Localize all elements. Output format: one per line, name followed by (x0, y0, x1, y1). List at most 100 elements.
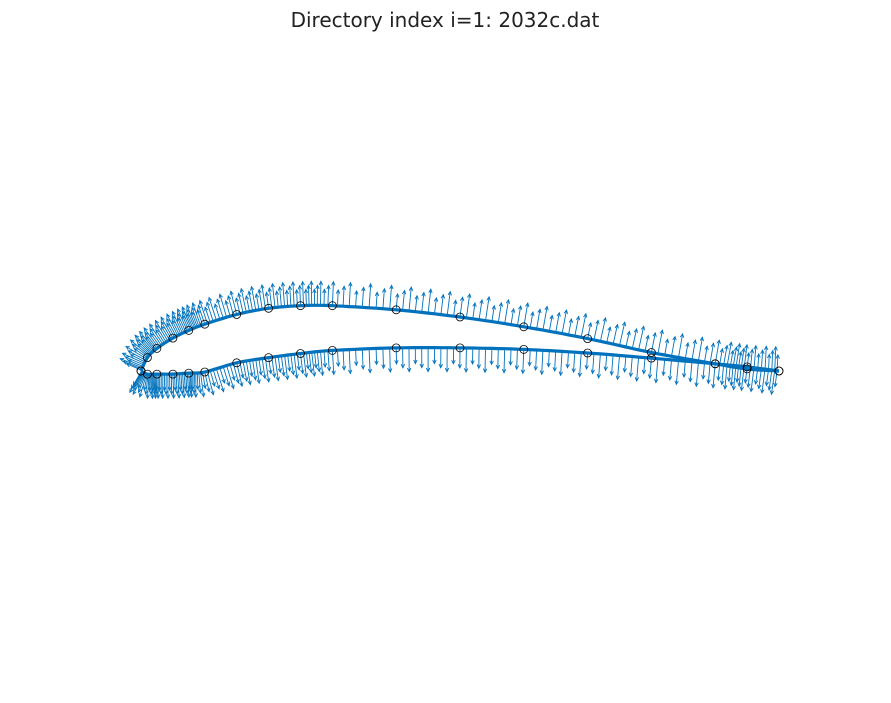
lower-normal-arrowhead-8 (138, 392, 143, 398)
upper-normal-arrowhead-112 (479, 298, 484, 304)
lower-point-marker-16 (742, 362, 752, 372)
upper-normal-arrow-167 (774, 346, 777, 371)
upper-normal-arrow-122 (542, 306, 548, 331)
upper-normal-arrowhead-138 (645, 334, 650, 340)
lower-normal-arrowhead-156 (735, 377, 740, 383)
upper-normal-arrow-6 (130, 354, 146, 363)
lower-normal-arrowhead-121 (533, 366, 538, 372)
upper-normal-arrow-123 (548, 315, 553, 332)
lower-normal-arrowhead-31 (174, 390, 180, 395)
upper-normal-arrow-56 (219, 294, 228, 318)
lower-normal-arrow-14 (151, 374, 153, 399)
lower-normal-arrow-90 (337, 350, 339, 367)
upper-normal-arrowhead-52 (206, 301, 211, 307)
lower-normal-arrow-61 (242, 361, 248, 382)
upper-normal-arrow-23 (149, 323, 164, 345)
lower-normal-arrowhead-61 (244, 377, 249, 383)
lower-normal-arrow-85 (316, 351, 320, 372)
upper-normal-arrowhead-64 (247, 290, 252, 296)
lower-normal-arrowhead-46 (198, 388, 203, 394)
upper-normal-arrowhead-92 (348, 281, 353, 287)
upper-normal-arrow-68 (261, 284, 266, 309)
upper-normal-arrowhead-9 (133, 348, 139, 353)
upper-normal-arrow-73 (279, 286, 282, 307)
upper-normal-arrow-27 (161, 326, 170, 341)
lower-normal-arrowhead-75 (287, 366, 292, 372)
upper-normal-arrowhead-30 (166, 322, 171, 328)
upper-normal-arrow-133 (612, 324, 618, 345)
lower-normal-arrowhead-101 (406, 367, 412, 373)
upper-normal-arrowhead-89 (331, 280, 336, 286)
lower-normal-arrowhead-108 (451, 359, 456, 365)
upper-normal-arrowhead-41 (181, 306, 186, 312)
upper-normal-arrowhead-17 (138, 330, 144, 336)
lower-normal-arrow-64 (252, 359, 257, 380)
lower-normal-arrowhead-120 (527, 361, 532, 367)
lower-normal-arrowhead-54 (221, 378, 226, 384)
lower-normal-arrow-45 (196, 372, 199, 390)
upper-normal-arrow-143 (678, 333, 684, 358)
lower-normal-arrowhead-55 (226, 381, 231, 387)
lower-normal-arrow-37 (185, 373, 188, 394)
lower-normal-arrow-113 (484, 348, 486, 373)
lower-normal-arrowhead-134 (615, 375, 620, 381)
lower-normal-arrowhead-92 (348, 369, 353, 375)
lower-normal-arrowhead-51 (211, 382, 216, 387)
lower-normal-arrow-65 (255, 359, 260, 384)
upper-normal-arrowhead-99 (395, 292, 400, 298)
surface-point-markers (136, 301, 784, 379)
upper-normal-arrowhead-8 (125, 345, 131, 351)
lower-normal-arrowhead-107 (444, 367, 450, 373)
upper-normal-arrowhead-33 (171, 319, 176, 325)
lower-normal-arrowhead-137 (634, 377, 639, 383)
lower-normal-arrow-137 (636, 357, 640, 382)
lower-point-marker-11 (455, 343, 465, 353)
lower-normal-arrowhead-154 (729, 381, 734, 387)
upper-normal-arrowhead-154 (733, 346, 739, 352)
lower-normal-arrowhead-151 (719, 380, 725, 386)
upper-normal-arrow-72 (276, 291, 279, 308)
upper-normal-arrowhead-161 (753, 344, 758, 350)
upper-normal-arrow-154 (732, 347, 737, 368)
lower-normal-arrowhead-132 (603, 366, 608, 372)
upper-normal-arrow-0 (126, 363, 142, 371)
lower-normal-arrowhead-77 (294, 374, 299, 380)
upper-normal-arrowhead-69 (264, 291, 270, 297)
upper-normal-arrow-140 (657, 330, 663, 354)
lower-normal-arrow-15 (152, 374, 154, 391)
lower-normal-arrowhead-131 (596, 373, 601, 379)
upper-normal-arrowhead-97 (382, 287, 387, 293)
upper-normal-arrowhead-98 (389, 284, 394, 290)
upper-normal-arrowhead-103 (421, 291, 426, 297)
lower-normal-arrow-35 (182, 373, 185, 398)
upper-point-marker-7 (264, 303, 274, 313)
upper-normal-arrowhead-139 (652, 331, 657, 337)
lower-normal-arrow-84 (314, 351, 317, 368)
upper-normal-arrowhead-19 (144, 331, 149, 337)
upper-normal-arrowhead-18 (145, 335, 150, 341)
lower-normal-arrow-143 (675, 360, 679, 385)
lower-normal-arrowhead-138 (641, 369, 647, 375)
lower-point-marker-10 (391, 343, 401, 353)
upper-normal-arrow-26 (155, 320, 169, 342)
upper-normal-arrow-91 (342, 286, 345, 307)
lower-normal-arrowhead-59 (239, 382, 244, 388)
upper-normal-arrowhead-26 (154, 319, 160, 325)
upper-normal-arrowhead-82 (306, 284, 311, 290)
upper-normal-arrowhead-132 (607, 326, 612, 332)
lower-normal-arrow-51 (209, 370, 216, 387)
lower-normal-arrowhead-82 (308, 368, 314, 374)
lower-normal-arrowhead-115 (495, 364, 501, 370)
upper-normal-arrow-36 (177, 317, 185, 333)
upper-normal-arrowhead-113 (486, 295, 491, 301)
upper-normal-arrow-54 (214, 303, 221, 320)
upper-normal-arrowhead-85 (315, 284, 320, 290)
upper-normal-arrow-9 (133, 348, 148, 358)
lower-normal-arrowhead-165 (764, 381, 769, 387)
lower-normal-arrowhead-113 (482, 368, 488, 374)
upper-normal-arrowhead-79 (297, 284, 302, 290)
lower-normal-arrow-127 (573, 352, 576, 373)
upper-normal-arrow-101 (408, 287, 412, 312)
lower-normal-arrowhead-14 (150, 394, 155, 400)
upper-normal-arrow-62 (240, 288, 247, 313)
